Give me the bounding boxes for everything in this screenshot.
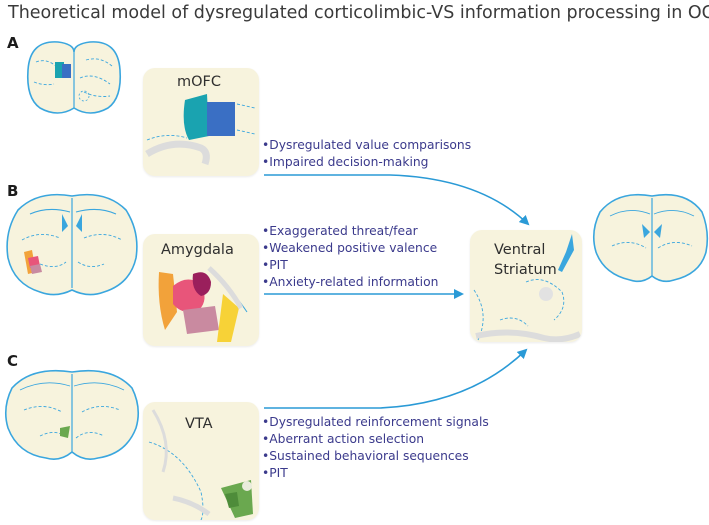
figure-title: Theoretical model of dysregulated cortic… [8,3,709,23]
panel-letter-a: A [7,34,19,52]
target-label-line1: Ventral [494,242,546,258]
bullets-mofc: •Dysregulated value comparisons •Impaire… [262,137,471,171]
region-label-amygdala: Amygdala [161,242,234,258]
bullet-vta-3: •Sustained behavioral sequences [262,449,469,463]
bullets-amygdala: •Exaggerated threat/fear •Weakened posit… [262,223,438,291]
bullet-mofc-1: •Dysregulated value comparisons [262,138,472,152]
card-amygdala: Amygdala [143,234,259,346]
bullet-vta-2: •Aberrant action selection [262,432,425,446]
ventral-striatum-drawing [473,234,582,342]
bullet-amygdala-2: •Weakened positive valence [262,241,438,255]
bullet-amygdala-3: •PIT [262,258,288,272]
card-ventral-striatum: Ventral Striatum [470,230,582,342]
bullet-vta-4: •PIT [262,466,288,480]
mofc-mark-teal [55,62,64,78]
bullet-amygdala-4: •Anxiety-related information [262,275,439,289]
card-mofc: mOFC [143,68,259,176]
vta-drawing [148,409,253,520]
brain-section-vs [592,193,709,283]
vta-mark [60,426,70,438]
bullet-vta-1: •Dysregulated reinforcement signals [262,415,489,429]
amygdala-drawing [158,266,248,342]
bullet-mofc-2: •Impaired decision-making [262,155,429,169]
bullets-vta: •Dysregulated reinforcement signals •Abe… [262,414,489,482]
arrow-mofc-to-vs [264,174,530,226]
bullet-amygdala-1: •Exaggerated threat/fear [262,224,418,238]
brain-section-a [26,41,122,114]
region-label-vta: VTA [185,416,213,432]
mofc-drawing [145,94,256,166]
region-label-mofc: mOFC [177,74,222,90]
mofc-mark-blue [62,64,71,78]
panel-letter-b: B [7,182,19,200]
arrow-vta-to-vs [264,348,528,409]
amygdala-mark-mauve [30,264,42,274]
panel-letter-c: C [7,352,19,370]
card-vta: VTA [143,402,259,520]
target-label-line2: Striatum [494,262,557,278]
brain-section-c [4,369,140,460]
